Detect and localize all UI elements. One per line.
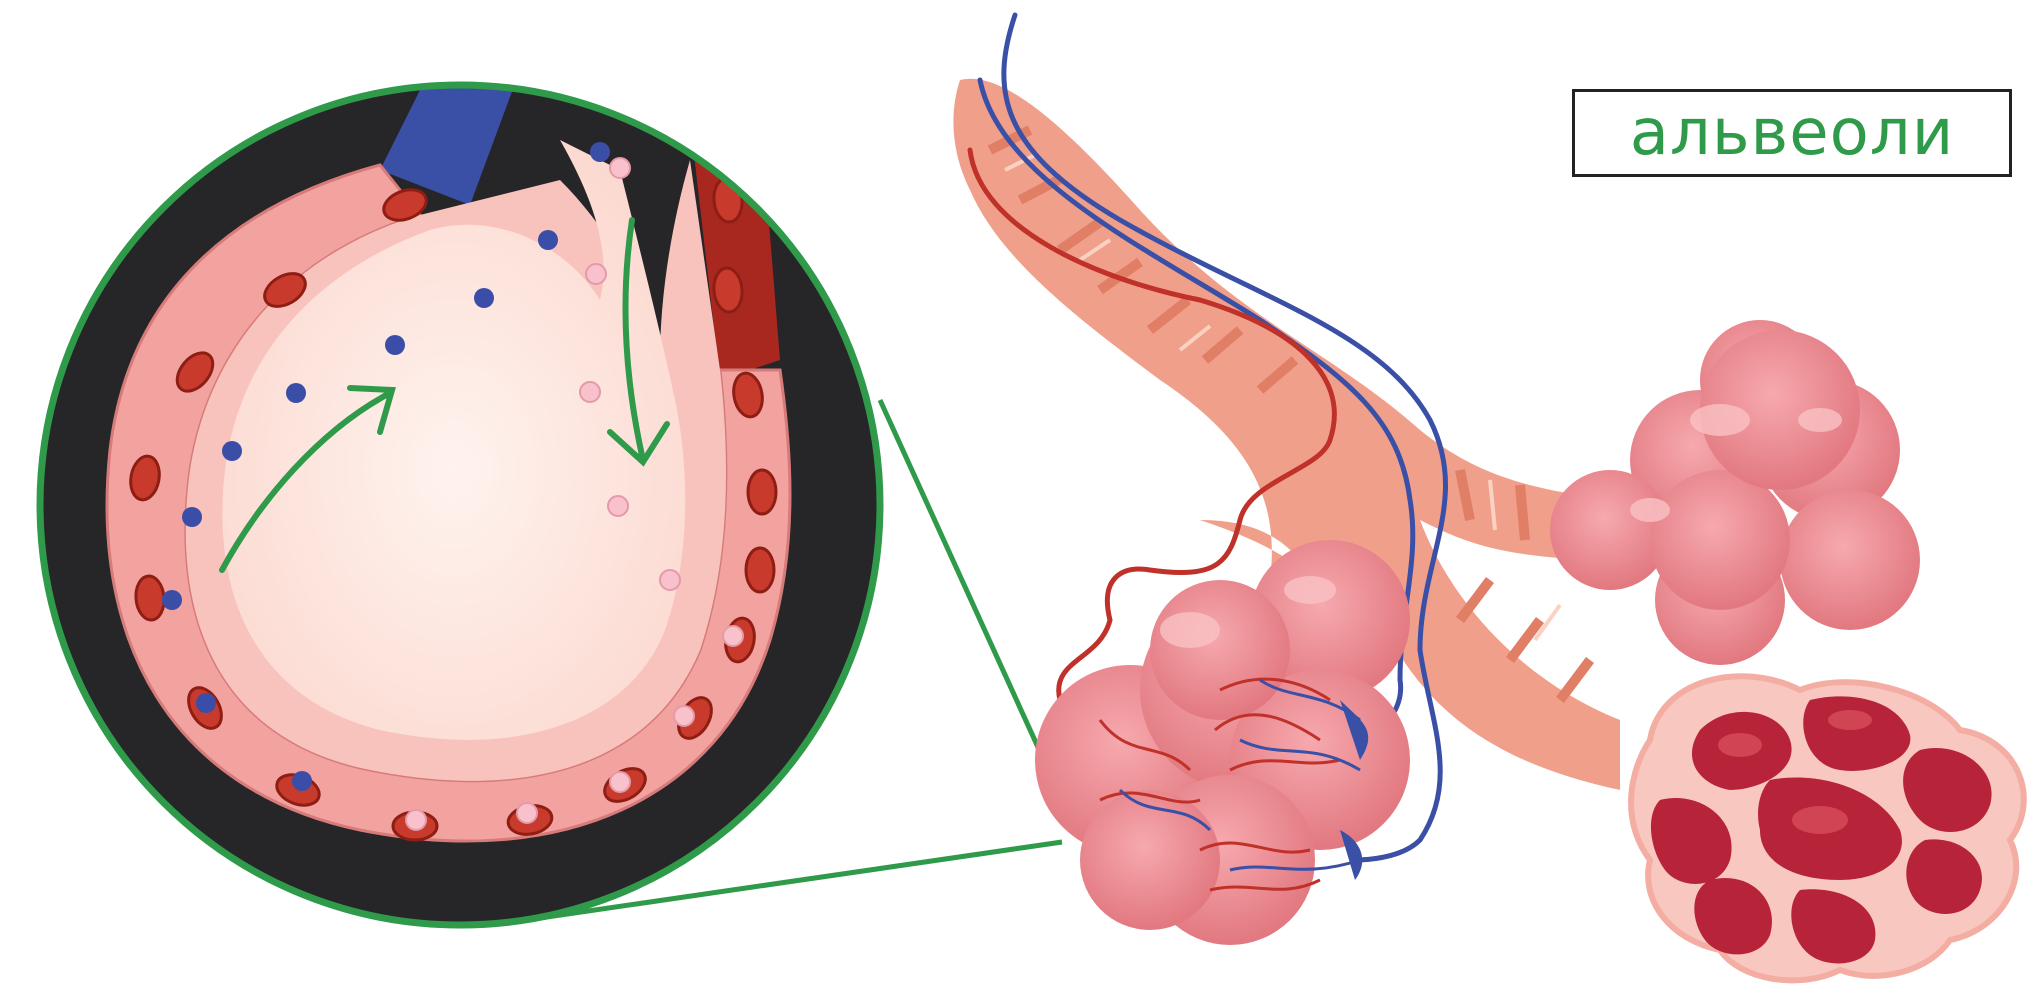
alveolar-sac-capillary (1035, 540, 1410, 945)
label-box: альвеоли (1572, 89, 2012, 177)
magnified-alveolus (40, 70, 880, 925)
alveolar-sac-cross-section (1631, 676, 2024, 980)
diagram-label: альвеоли (1630, 101, 1955, 165)
alveolar-sac (1550, 320, 1920, 665)
